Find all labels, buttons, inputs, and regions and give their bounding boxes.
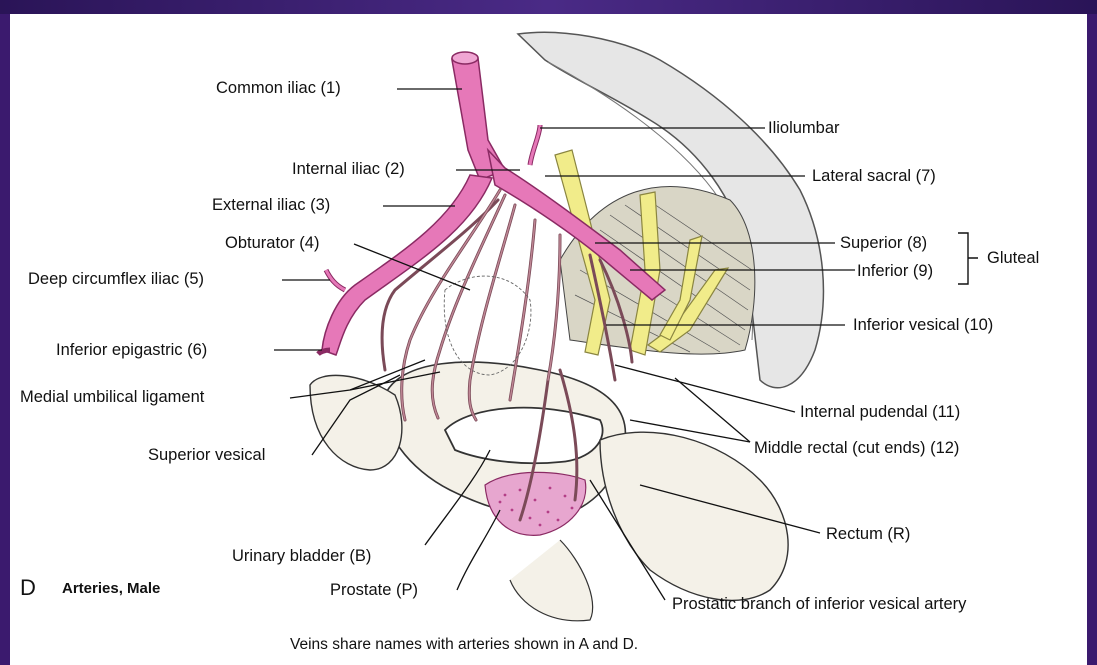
panel-title: Arteries, Male bbox=[62, 580, 160, 597]
label-prostate: Prostate (P) bbox=[330, 582, 418, 599]
label-inferior-epigastric: Inferior epigastric (6) bbox=[56, 342, 207, 359]
label-superior-gluteal: Superior (8) bbox=[840, 235, 927, 252]
label-obturator: Obturator (4) bbox=[225, 235, 319, 252]
label-internal-pudendal: Internal pudendal (11) bbox=[800, 404, 960, 421]
prostate-shape bbox=[485, 472, 586, 535]
figure-caption: Veins share names with arteries shown in… bbox=[290, 636, 638, 654]
gluteal-bracket bbox=[958, 233, 978, 284]
label-superior-vesical: Superior vesical bbox=[148, 447, 265, 464]
label-external-iliac: External iliac (3) bbox=[212, 197, 330, 214]
panel-letter: D bbox=[20, 575, 36, 601]
label-urinary-bladder: Urinary bladder (B) bbox=[232, 548, 371, 565]
label-internal-iliac: Internal iliac (2) bbox=[292, 161, 405, 178]
label-rectum: Rectum (R) bbox=[826, 526, 910, 543]
label-deep-circumflex-iliac: Deep circumflex iliac (5) bbox=[28, 271, 204, 288]
label-gluteal: Gluteal bbox=[987, 250, 1039, 267]
bladder-inner bbox=[445, 408, 603, 464]
label-iliolumbar: Iliolumbar bbox=[768, 120, 840, 137]
rectum-shape bbox=[600, 432, 788, 600]
label-lateral-sacral: Lateral sacral (7) bbox=[812, 168, 936, 185]
rectum-lower bbox=[510, 540, 593, 621]
label-middle-rectal: Middle rectal (cut ends) (12) bbox=[754, 440, 959, 457]
label-inferior-vesical: Inferior vesical (10) bbox=[853, 317, 993, 334]
label-prostatic-branch: Prostatic branch of inferior vesical art… bbox=[672, 596, 966, 613]
label-common-iliac: Common iliac (1) bbox=[216, 80, 341, 97]
label-inferior-gluteal: Inferior (9) bbox=[857, 263, 933, 280]
label-medial-umbilical-ligament: Medial umbilical ligament bbox=[20, 389, 204, 406]
